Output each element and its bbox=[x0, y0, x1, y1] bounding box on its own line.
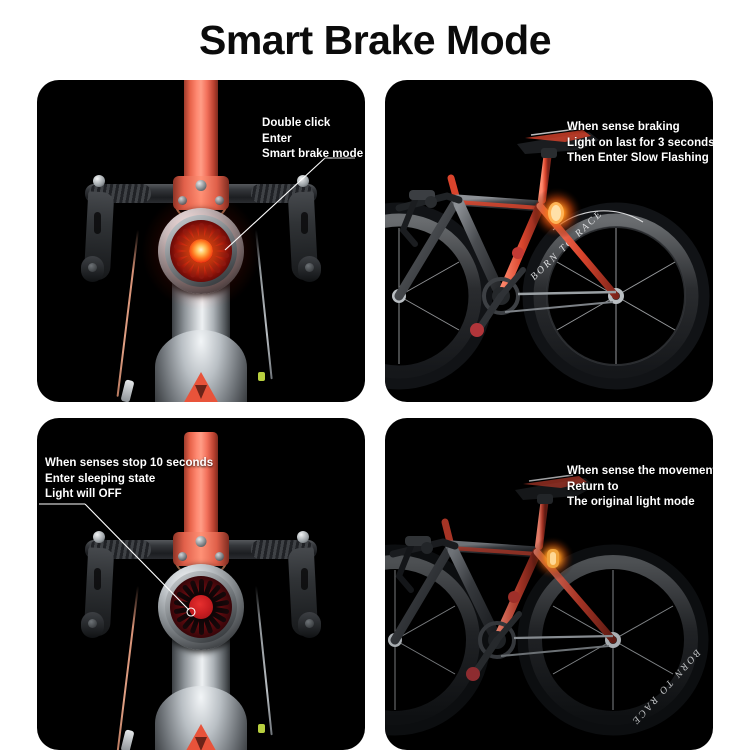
callout-line-3: The original light mode bbox=[567, 496, 695, 508]
lever-pivot-left bbox=[88, 619, 97, 628]
lever-pivot-left bbox=[88, 263, 97, 272]
brake-cable-left bbox=[116, 585, 139, 750]
lever-slot-right bbox=[301, 568, 308, 590]
cable-ferrule bbox=[120, 729, 135, 750]
brake-cable-right bbox=[255, 585, 273, 736]
callout-top-right: When sense braking Light on last for 3 s… bbox=[567, 120, 713, 167]
callout-line-1: When senses stop 10 seconds bbox=[45, 457, 214, 469]
light-face-on bbox=[170, 220, 232, 282]
side-bike-scene-movement: BORN TO RACE bbox=[385, 418, 713, 750]
callout-bottom-left: When senses stop 10 seconds Enter sleepi… bbox=[45, 456, 213, 503]
light-face-off bbox=[170, 576, 232, 638]
callout-line-3: Smart brake mode bbox=[262, 148, 364, 160]
cable-clip bbox=[258, 724, 265, 733]
tail-light-on[interactable] bbox=[141, 191, 261, 311]
callout-line-2: Enter sleeping state bbox=[45, 472, 156, 485]
panel-top-left[interactable]: Double click Enter Smart brake mode bbox=[37, 80, 365, 402]
callout-line-3: Then Enter Slow Flashing bbox=[567, 152, 709, 164]
bar-end-cap-left bbox=[93, 175, 105, 187]
callout-bottom-right: When sense the movement Return to The or… bbox=[567, 464, 713, 511]
cable-clip bbox=[258, 372, 265, 381]
lever-pivot-right bbox=[305, 619, 314, 628]
lever-slot-left bbox=[94, 568, 101, 590]
light-core bbox=[189, 595, 213, 619]
panel-grid: Double click Enter Smart brake mode bbox=[37, 80, 713, 750]
bar-end-cap-left bbox=[93, 531, 105, 543]
title-bar: Smart Brake Mode bbox=[0, 0, 750, 80]
callout-line-2: Return to bbox=[567, 480, 619, 493]
side-bike-scene-braking: BORN TO RACE bbox=[385, 80, 713, 402]
road-bike-side-view: BORN TO RACE bbox=[385, 80, 713, 402]
panel-bottom-left[interactable]: When senses stop 10 seconds Enter sleepi… bbox=[37, 418, 365, 750]
page-title: Smart Brake Mode bbox=[198, 16, 552, 63]
cable-ferrule bbox=[120, 379, 135, 402]
panel-top-right[interactable]: BORN TO RACE bbox=[385, 80, 713, 402]
callout-line-1: Double click bbox=[262, 117, 331, 129]
callout-line-2: Light on last for 3 seconds bbox=[567, 136, 713, 149]
stem-bolt bbox=[195, 536, 207, 547]
steerer-tube bbox=[184, 432, 218, 544]
panel-bottom-right[interactable]: BORN TO RACE bbox=[385, 418, 713, 750]
road-bike-side-view: BORN TO RACE bbox=[385, 418, 713, 750]
callout-line-3: Light will OFF bbox=[45, 488, 122, 500]
tail-light-off[interactable] bbox=[158, 564, 244, 650]
front-handlebar-scene-on: Double click Enter Smart brake mode bbox=[37, 80, 365, 402]
brake-cable-left bbox=[116, 229, 139, 397]
callout-line-1: When sense the movement bbox=[567, 465, 713, 477]
bar-end-cap-right bbox=[297, 175, 309, 187]
callout-line-1: When sense braking bbox=[567, 121, 680, 133]
front-handlebar-scene-off: When senses stop 10 seconds Enter sleepi… bbox=[37, 418, 365, 750]
lever-slot-left bbox=[94, 212, 101, 234]
bar-end-cap-right bbox=[297, 531, 309, 543]
brake-cable-right bbox=[255, 229, 273, 380]
stem-bolt bbox=[195, 180, 207, 191]
steerer-tube bbox=[184, 80, 218, 188]
callout-line-2: Enter bbox=[262, 132, 292, 145]
lever-pivot-right bbox=[305, 263, 314, 272]
callout-top-left: Double click Enter Smart brake mode bbox=[262, 116, 363, 163]
lever-slot-right bbox=[301, 212, 308, 234]
light-core bbox=[189, 239, 213, 263]
